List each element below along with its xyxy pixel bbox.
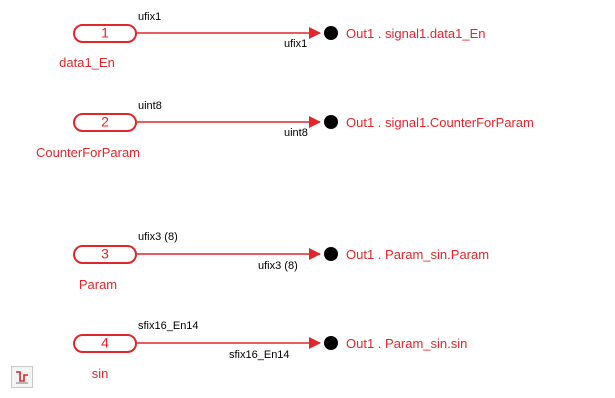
destination-label: Out1 . Param_sin.sin: [346, 336, 467, 351]
inport-number: 4: [101, 335, 109, 351]
signal-type-label-bottom: uint8: [284, 127, 308, 139]
signal-type-label-top: ufix1: [138, 11, 161, 23]
terminator-dot[interactable]: [324, 336, 338, 350]
destination-label: Out1 . signal1.data1_En: [346, 26, 486, 41]
signal-arrowhead: [309, 337, 321, 349]
inport-name: sin: [92, 366, 109, 381]
terminator-dot[interactable]: [324, 26, 338, 40]
signal-row: 2 CounterForParam uint8 uint8 Out1 . sig…: [36, 100, 534, 160]
terminator-dot[interactable]: [324, 247, 338, 261]
destination-label: Out1 . signal1.CounterForParam: [346, 115, 534, 130]
step-signal-icon: [16, 371, 28, 384]
inport-number: 2: [101, 114, 109, 130]
destination-label: Out1 . Param_sin.Param: [346, 247, 489, 262]
signal-type-label-top: uint8: [138, 100, 162, 112]
signal-arrowhead: [309, 27, 321, 39]
step-signal-button[interactable]: [11, 366, 33, 388]
inport-number: 1: [101, 25, 109, 41]
signal-type-label-bottom: ufix3 (8): [258, 260, 298, 272]
signal-row: 1 data1_En ufix1 ufix1 Out1 . signal1.da…: [59, 11, 485, 70]
signal-arrowhead: [309, 248, 321, 260]
signal-arrowhead: [309, 116, 321, 128]
signal-row: 3 Param ufix3 (8) ufix3 (8) Out1 . Param…: [73, 231, 489, 292]
inport-number: 3: [101, 246, 109, 262]
signal-row: 4 sin sfix16_En14 sfix16_En14 Out1 . Par…: [73, 320, 467, 381]
terminator-dot[interactable]: [324, 115, 338, 129]
signal-type-label-bottom: sfix16_En14: [229, 349, 290, 361]
signal-type-label-top: sfix16_En14: [138, 320, 199, 332]
inport-name: Param: [79, 277, 117, 292]
inport-name: CounterForParam: [36, 145, 140, 160]
inport-name: data1_En: [59, 55, 115, 70]
signal-type-label-bottom: ufix1: [284, 38, 307, 50]
signal-type-label-top: ufix3 (8): [138, 231, 178, 243]
